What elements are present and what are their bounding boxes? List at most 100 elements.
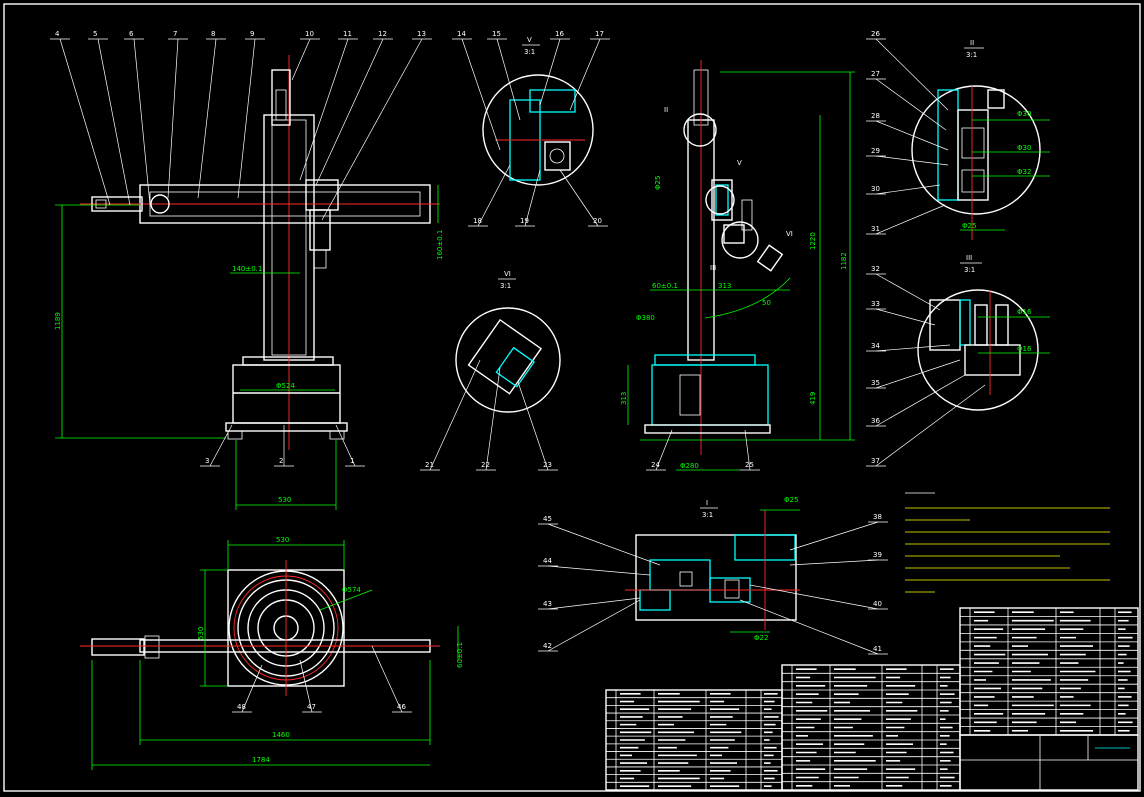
side-dim-313-left: 313 bbox=[620, 392, 628, 405]
leader-line bbox=[517, 381, 549, 471]
leader-line bbox=[539, 38, 561, 106]
part-number-label: 28 bbox=[871, 112, 880, 120]
balloon-33: 33 bbox=[866, 300, 936, 326]
side-label-vi: VI bbox=[786, 230, 793, 238]
side-dim-phi280: Φ280 bbox=[680, 462, 699, 470]
part-number-label: 37 bbox=[871, 457, 880, 465]
balloon-20: 20 bbox=[559, 169, 608, 227]
part-number-label: 34 bbox=[871, 342, 880, 350]
part-number-label: 7 bbox=[173, 30, 177, 38]
balloon-37: 37 bbox=[866, 384, 986, 467]
detail-ii-dim-2: Φ30 bbox=[1017, 144, 1031, 152]
part-number-label: 45 bbox=[543, 515, 552, 523]
part-number-label: 38 bbox=[873, 513, 882, 521]
balloon-46: 46 bbox=[371, 645, 412, 713]
balloon-10: 10 bbox=[291, 30, 320, 81]
parts-list-middle bbox=[781, 664, 961, 791]
leader-line bbox=[875, 204, 946, 235]
leader-line bbox=[299, 38, 349, 181]
balloon-1: 1 bbox=[335, 424, 365, 467]
balloon-42: 42 bbox=[538, 599, 641, 652]
parts-list-left bbox=[605, 689, 783, 791]
top-view: 530 530 Φ574 1460 1784 60±0.1 bbox=[80, 536, 464, 770]
part-number-label: 14 bbox=[457, 30, 466, 38]
side-label-ii: II bbox=[664, 106, 668, 114]
part-number-label: 31 bbox=[871, 225, 880, 233]
part-number-label: 25 bbox=[745, 461, 754, 469]
leader-line bbox=[789, 521, 879, 551]
leader-line bbox=[875, 344, 951, 352]
balloon-32: 32 bbox=[866, 265, 941, 311]
leader-line bbox=[875, 78, 947, 131]
detail-i-label: I bbox=[706, 499, 708, 507]
part-number-label: 17 bbox=[595, 30, 604, 38]
leader-line bbox=[559, 169, 599, 227]
leader-line bbox=[749, 584, 879, 610]
balloon-5: 5 bbox=[88, 30, 131, 206]
top-dim-1460: 1460 bbox=[272, 731, 290, 739]
part-number-label: 24 bbox=[651, 461, 660, 469]
leader-line bbox=[291, 38, 311, 81]
detail-ii-view: Φ30 Φ30 Φ32 Φ25 II 3:1 bbox=[911, 39, 1050, 240]
part-number-label: 13 bbox=[417, 30, 426, 38]
leader-line bbox=[875, 308, 936, 326]
part-number-label: 35 bbox=[871, 379, 880, 387]
balloon-40: 40 bbox=[749, 584, 888, 610]
side-dim-60: 60±0.1 bbox=[652, 282, 678, 290]
balloon-14: 14 bbox=[452, 30, 501, 151]
parts-list-right bbox=[959, 607, 1139, 736]
balloon-21: 21 bbox=[420, 359, 481, 471]
leader-line bbox=[875, 384, 986, 467]
leader-line bbox=[875, 374, 966, 427]
side-label-v: V bbox=[737, 159, 742, 167]
front-dim-140: 140±0.1 bbox=[232, 265, 262, 273]
detail-iii-label: III bbox=[966, 254, 972, 262]
balloon-38: 38 bbox=[789, 513, 888, 551]
leader-line bbox=[524, 169, 541, 227]
part-number-label: 4 bbox=[55, 30, 60, 38]
leader-line bbox=[547, 597, 641, 610]
leader-line bbox=[299, 659, 313, 713]
part-number-label: 1 bbox=[350, 457, 354, 465]
side-dim-1182: 1182 bbox=[840, 252, 848, 270]
top-dim-1784: 1784 bbox=[252, 756, 270, 764]
part-number-label: 18 bbox=[473, 217, 482, 225]
side-view: 1220 1182 419 313 313 60±0.1 Φ380 Φ280 Φ… bbox=[620, 60, 855, 471]
front-dim-530: 530 bbox=[278, 496, 291, 504]
balloon-8: 8 bbox=[197, 30, 226, 199]
balloon-29: 29 bbox=[866, 147, 949, 166]
top-dim-phi574: Φ574 bbox=[342, 586, 361, 594]
top-dim-530-w: 530 bbox=[276, 536, 289, 544]
part-number-label: 21 bbox=[425, 461, 434, 469]
front-dim-phi524: Φ524 bbox=[276, 382, 295, 390]
title-block bbox=[959, 734, 1139, 791]
balloon-22: 22 bbox=[476, 367, 501, 471]
detail-i-view: Φ25 Φ22 I 3:1 bbox=[625, 496, 800, 642]
side-dim-1220: 1220 bbox=[809, 232, 817, 250]
part-number-label: 32 bbox=[871, 265, 880, 273]
balloon-3: 3 bbox=[200, 424, 233, 467]
leader-line bbox=[477, 164, 511, 227]
detail-v-view: V 3:1 bbox=[482, 36, 594, 186]
balloon-4: 4 bbox=[50, 30, 111, 206]
balloon-35: 35 bbox=[866, 359, 961, 389]
part-number-label: 20 bbox=[593, 217, 602, 225]
part-number-label: 27 bbox=[871, 70, 880, 78]
balloon-34: 34 bbox=[866, 342, 951, 352]
balloon-13: 13 bbox=[321, 30, 432, 221]
balloon-27: 27 bbox=[866, 70, 947, 131]
part-number-label: 12 bbox=[378, 30, 387, 38]
part-number-label: 10 bbox=[305, 30, 314, 38]
balloon-16: 16 bbox=[539, 30, 570, 106]
detail-vi-scale: 3:1 bbox=[500, 282, 511, 290]
detail-iii-dim-1: Φ16 bbox=[1017, 308, 1032, 316]
detail-iii-scale: 3:1 bbox=[964, 266, 975, 274]
part-number-label: 11 bbox=[343, 30, 352, 38]
leader-line bbox=[547, 523, 661, 566]
part-number-label: 19 bbox=[520, 217, 529, 225]
balloon-36: 36 bbox=[866, 374, 966, 427]
detail-v-scale: 3:1 bbox=[524, 48, 535, 56]
part-number-label: 47 bbox=[307, 703, 316, 711]
detail-v-label: V bbox=[527, 36, 532, 44]
